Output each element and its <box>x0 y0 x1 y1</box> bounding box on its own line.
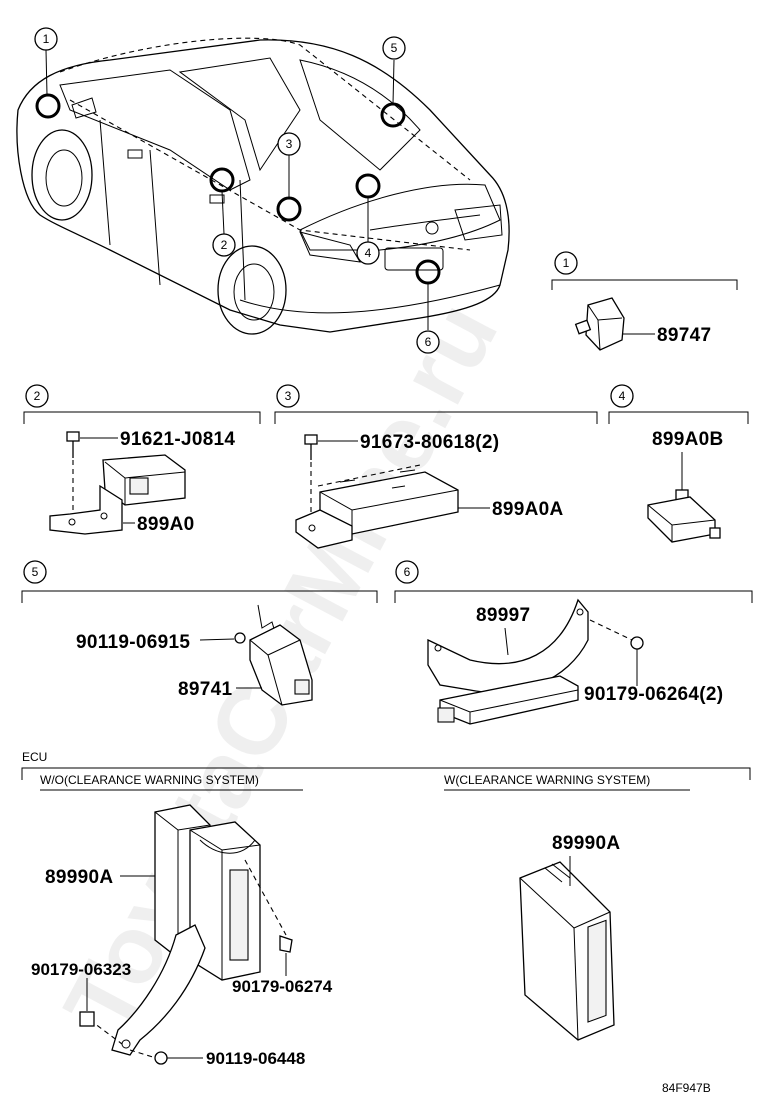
bolt-part-number-91673-80618: 91673-80618(2) <box>360 432 499 453</box>
callout-6: 6 <box>416 330 440 354</box>
section-1-badge <box>554 251 578 275</box>
ecu-label: ECU <box>22 750 47 764</box>
nut-part-number-90179-06323: 90179-06323 <box>31 960 131 979</box>
section-4: 4 899A0B <box>608 384 749 543</box>
ecu-right-illustration <box>519 861 615 1041</box>
svg-text:5: 5 <box>391 41 398 55</box>
bolt-90119-06448-icon <box>154 1051 168 1065</box>
svg-text:3: 3 <box>286 137 293 151</box>
location-ring-6 <box>415 259 441 285</box>
part-number-89747: 89747 <box>657 325 711 346</box>
bolt-91673-illustration <box>304 434 318 518</box>
nut-part-number-90179-06274: 90179-06274 <box>232 977 333 996</box>
section-5: 5 90119-06915 89741 <box>21 560 378 706</box>
part-number-899a0b: 899A0B <box>652 429 724 450</box>
bolt-part-number-91621-j0814: 91621-J0814 <box>120 429 235 450</box>
sensor-899a0b-illustration <box>647 489 721 543</box>
bracket-89997-illustration <box>427 598 633 725</box>
svg-text:3: 3 <box>285 389 292 403</box>
svg-text:2: 2 <box>221 238 228 252</box>
ecu-left-illustration <box>89 804 287 1059</box>
section-5-badge <box>23 560 47 584</box>
svg-text:2: 2 <box>34 389 41 403</box>
section-6: 6 89997 90179-06264(2) <box>394 560 753 725</box>
part-number-899a0: 899A0 <box>137 514 195 535</box>
module-899a0a-illustration <box>295 464 459 549</box>
ecu-right-title: W(CLEARANCE WARNING SYSTEM) <box>444 773 650 787</box>
part-number-89741: 89741 <box>178 679 232 700</box>
section-2-badge <box>25 384 49 408</box>
part-number-89990a-left: 89990A <box>45 867 113 888</box>
svg-text:6: 6 <box>404 565 411 579</box>
part-number-89990a-right: 89990A <box>552 833 620 854</box>
sensor-89747-illustration <box>574 297 625 351</box>
section-6-badge <box>395 560 419 584</box>
ecu-section: ECU W/O(CLEARANCE WARNING SYSTEM) W(CLEA… <box>21 750 751 1068</box>
callout-3: 3 <box>277 132 301 156</box>
bolt-part-number-90119-06448: 90119-06448 <box>206 1049 305 1068</box>
section-2: 2 91621-J0814 899A0 <box>23 384 261 535</box>
section-1: 1 89747 <box>551 251 738 351</box>
nut-90179-06323-icon <box>79 1011 95 1027</box>
nut-90179-06264-icon <box>630 636 644 650</box>
section-4-badge <box>610 384 634 408</box>
callout-4: 4 <box>356 241 380 265</box>
bolt-part-number-90119-06915: 90119-06915 <box>76 632 190 653</box>
section-3: 3 91673-80618(2) 899A0A <box>274 384 598 549</box>
location-ring-1 <box>35 93 61 119</box>
nut-part-number-90179-06264: 90179-06264(2) <box>584 684 723 705</box>
part-number-899a0a: 899A0A <box>492 499 564 520</box>
part-number-89997: 89997 <box>476 605 530 626</box>
location-ring-5 <box>380 102 406 128</box>
car-illustration: 1 2 3 4 5 6 <box>16 27 510 354</box>
svg-text:1: 1 <box>43 32 50 46</box>
callout-1: 1 <box>34 27 58 51</box>
bolt-91621-illustration <box>66 431 80 512</box>
location-ring-3 <box>276 196 302 222</box>
callout-2: 2 <box>212 233 236 257</box>
module-899a0-illustration <box>49 454 186 535</box>
diagram-code: 84F947B <box>662 1081 711 1095</box>
svg-text:4: 4 <box>619 389 626 403</box>
svg-text:4: 4 <box>365 246 372 260</box>
location-ring-4 <box>355 173 381 199</box>
svg-text:1: 1 <box>563 256 570 270</box>
section-3-badge <box>276 384 300 408</box>
ecu-left-title: W/O(CLEARANCE WARNING SYSTEM) <box>40 773 259 787</box>
svg-text:5: 5 <box>32 565 39 579</box>
svg-text:6: 6 <box>425 335 432 349</box>
nut-90179-06274-icon <box>279 935 293 953</box>
sensor-89741-illustration <box>199 604 313 706</box>
callout-5: 5 <box>382 36 406 60</box>
